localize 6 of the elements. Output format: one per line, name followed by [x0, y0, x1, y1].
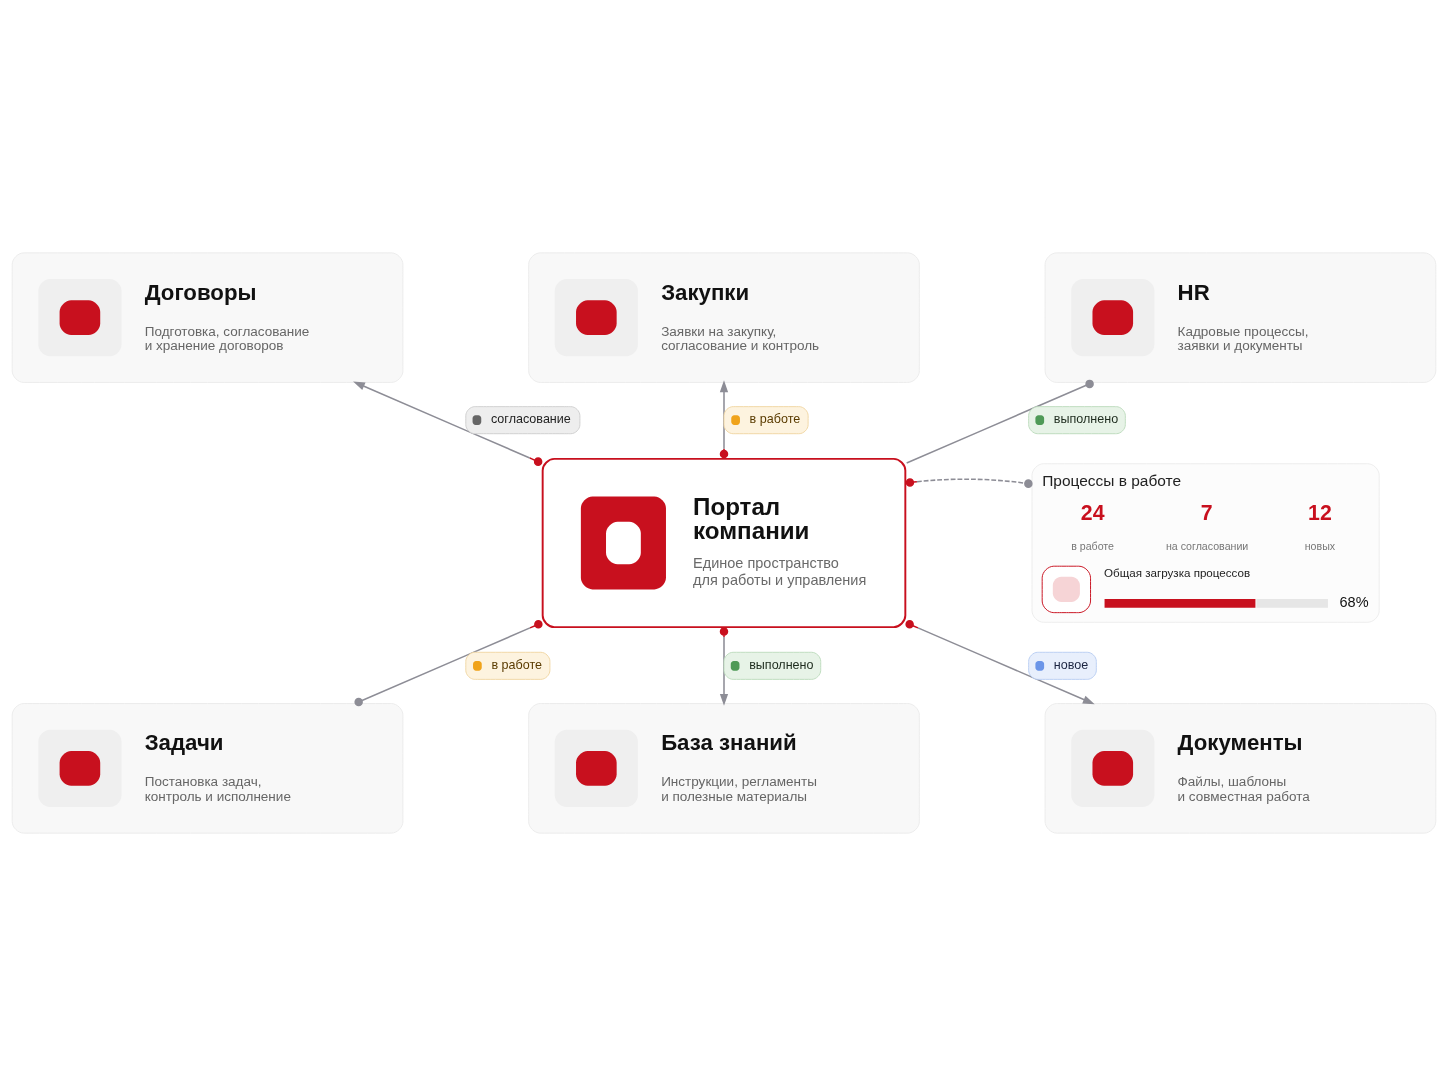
edge-label: в работе	[491, 658, 543, 673]
edge-label: выполнено	[1053, 412, 1119, 427]
edge-label: выполнено	[749, 658, 814, 673]
edge-label: новое	[1053, 658, 1089, 673]
edge-label: в работе	[749, 412, 801, 427]
edge-label: согласование	[490, 412, 571, 427]
